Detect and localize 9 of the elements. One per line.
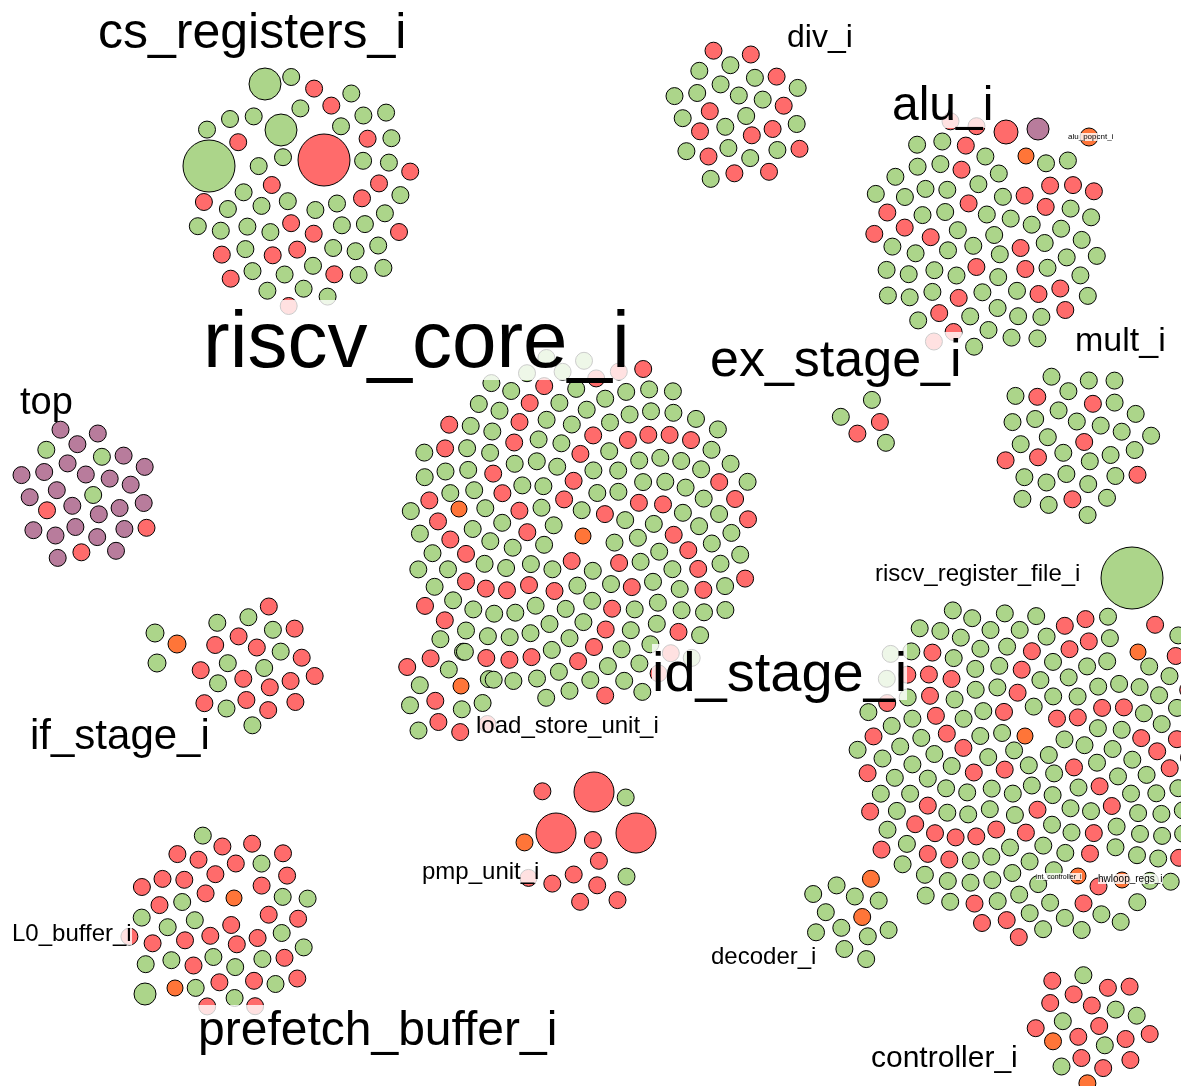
cluster-label: L0_buffer_i bbox=[12, 921, 132, 945]
cluster-label: riscv_register_file_i bbox=[875, 561, 1081, 585]
cluster-label: prefetch_buffer_i bbox=[198, 1005, 558, 1053]
cluster-label: controller_i bbox=[871, 1042, 1018, 1072]
cluster-label: load_store_unit_i bbox=[476, 713, 659, 737]
bubble-label: hwloop_regs_i bbox=[1098, 874, 1163, 884]
cluster-label: pmp_unit_i bbox=[422, 859, 540, 883]
bubble-label: alu_popcnt_i bbox=[1068, 133, 1114, 141]
cluster-label: decoder_i bbox=[711, 944, 817, 968]
